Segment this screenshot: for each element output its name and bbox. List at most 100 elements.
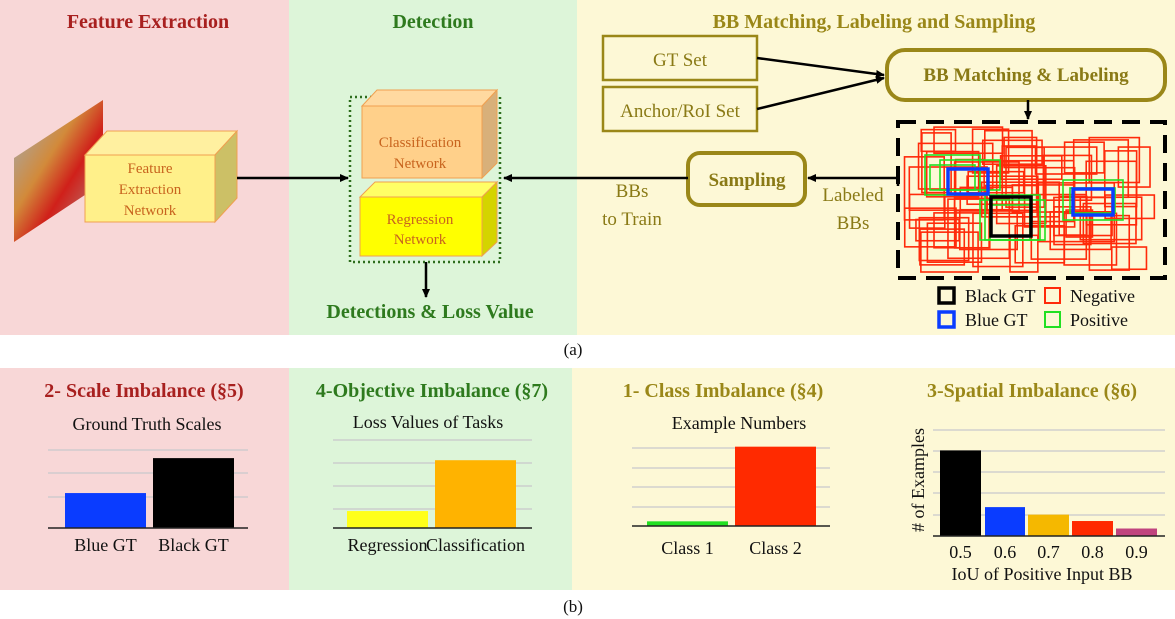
regression-network: Regression Network <box>358 180 499 258</box>
bar <box>1116 528 1157 536</box>
caption-a: (a) <box>564 340 583 359</box>
bbs-to-train-label: to Train <box>602 209 662 230</box>
bar <box>435 460 516 528</box>
bbs-to-train-label: BBs <box>616 181 649 202</box>
negative-bb <box>1003 136 1038 169</box>
tick-label: 0.9 <box>1125 542 1148 562</box>
chart-title: Ground Truth Scales <box>72 414 221 434</box>
bar <box>647 521 728 526</box>
caption-b: (b) <box>563 597 583 616</box>
bar-chart: Loss Values of TasksRegressionClassifica… <box>333 412 532 555</box>
x-axis-label: IoU of Positive Input BB <box>951 564 1132 584</box>
bar <box>1028 514 1069 536</box>
network-label: Classification <box>379 135 462 151</box>
tick-label: Class 2 <box>749 538 802 558</box>
anchor-set-label: Anchor/RoI Set <box>620 101 741 122</box>
negative-bb <box>967 170 1025 194</box>
legend-label: Positive <box>1070 310 1128 330</box>
bar <box>940 450 981 536</box>
negative-swatch <box>1044 287 1061 304</box>
bar <box>153 458 234 528</box>
positive-bb <box>939 159 1001 191</box>
black-gt-bb <box>989 195 1033 238</box>
negative-bb <box>1117 146 1151 188</box>
labeled-bb-cloud <box>903 126 1156 273</box>
network-label: Network <box>124 203 177 219</box>
negative-bb <box>1104 194 1156 220</box>
blue-gt-bb <box>946 167 990 196</box>
arrow <box>756 76 885 111</box>
positive-swatch <box>1044 311 1061 328</box>
network-label: Feature <box>128 161 173 177</box>
tick-label: 0.6 <box>994 542 1017 562</box>
spatial-imbalance-title: 3-Spatial Imbalance (§6) <box>927 380 1137 402</box>
negative-bb <box>903 207 957 248</box>
tick-label: Blue GT <box>74 535 137 555</box>
matching-title: BB Matching, Labeling and Sampling <box>713 11 1036 33</box>
network-label: Regression <box>387 212 454 228</box>
class-imbalance-title: 1- Class Imbalance (§4) <box>623 380 824 402</box>
tick-label: Black GT <box>158 535 228 555</box>
black-gt-swatch <box>937 286 956 305</box>
legend-label: Negative <box>1070 286 1135 306</box>
network-label: Network <box>394 156 447 172</box>
gt-set-label: GT Set <box>653 50 708 71</box>
objective-imbalance-panel <box>289 368 572 590</box>
negative-bb <box>1088 136 1141 184</box>
blue-gt-swatch <box>937 310 956 329</box>
tick-label: Regression <box>348 535 428 555</box>
legend-label: Blue GT <box>965 310 1028 330</box>
labeled-bbs-label: Labeled <box>822 185 884 206</box>
bb-cloud-frame <box>896 120 1167 280</box>
detections-loss-label: Detections & Loss Value <box>326 301 533 323</box>
positive-bb <box>1062 179 1124 221</box>
arrow <box>756 56 885 78</box>
negative-bb <box>921 132 952 194</box>
negative-bb <box>1049 211 1112 251</box>
legend-label: Black GT <box>965 286 1035 306</box>
bar <box>1072 521 1113 536</box>
negative-bb <box>984 129 1033 162</box>
positive-bb <box>979 199 1046 241</box>
input-image <box>14 100 103 242</box>
feature-extraction-network: Feature Extraction Network <box>83 129 239 224</box>
tick-label: 0.8 <box>1081 542 1104 562</box>
detection-title: Detection <box>392 11 473 33</box>
negative-bb <box>1065 209 1094 238</box>
sampling-label: Sampling <box>708 170 786 191</box>
bar <box>735 446 816 526</box>
chart-title: Loss Values of Tasks <box>353 412 504 432</box>
tick-label: Classification <box>426 535 525 555</box>
bar <box>347 511 428 528</box>
negative-bb <box>981 139 1043 166</box>
tick-label: Class 1 <box>661 538 714 558</box>
bar <box>65 493 146 528</box>
tick-label: 0.5 <box>949 542 972 562</box>
negative-bb <box>920 231 979 273</box>
bb-legend: Black GT Blue GT Negative Positive <box>937 286 1135 330</box>
negative-bb <box>1082 202 1137 245</box>
feature-extraction-title: Feature Extraction <box>67 11 229 33</box>
chart-title: Example Numbers <box>672 413 806 433</box>
bb-matching-label: BB Matching & Labeling <box>923 65 1129 86</box>
tick-label: 0.7 <box>1037 542 1060 562</box>
objective-imbalance-title: 4-Objective Imbalance (§7) <box>316 380 548 402</box>
negative-bb <box>947 198 1011 260</box>
scale-imbalance-title: 2- Scale Imbalance (§5) <box>44 380 243 402</box>
negative-bb <box>915 218 960 242</box>
negative-bb <box>971 128 1010 174</box>
class-spatial-imbalance-panel <box>572 368 1175 590</box>
network-label: Network <box>394 232 447 248</box>
network-label: Extraction <box>119 182 182 198</box>
classification-network: Classification Network <box>360 88 499 180</box>
scale-imbalance-panel <box>0 368 289 590</box>
bar <box>985 507 1025 536</box>
y-axis-label: # of Examples <box>908 428 928 532</box>
bb-matching-box <box>885 48 1167 102</box>
blue-gt-bb <box>1071 187 1115 217</box>
negative-bb <box>917 142 994 190</box>
